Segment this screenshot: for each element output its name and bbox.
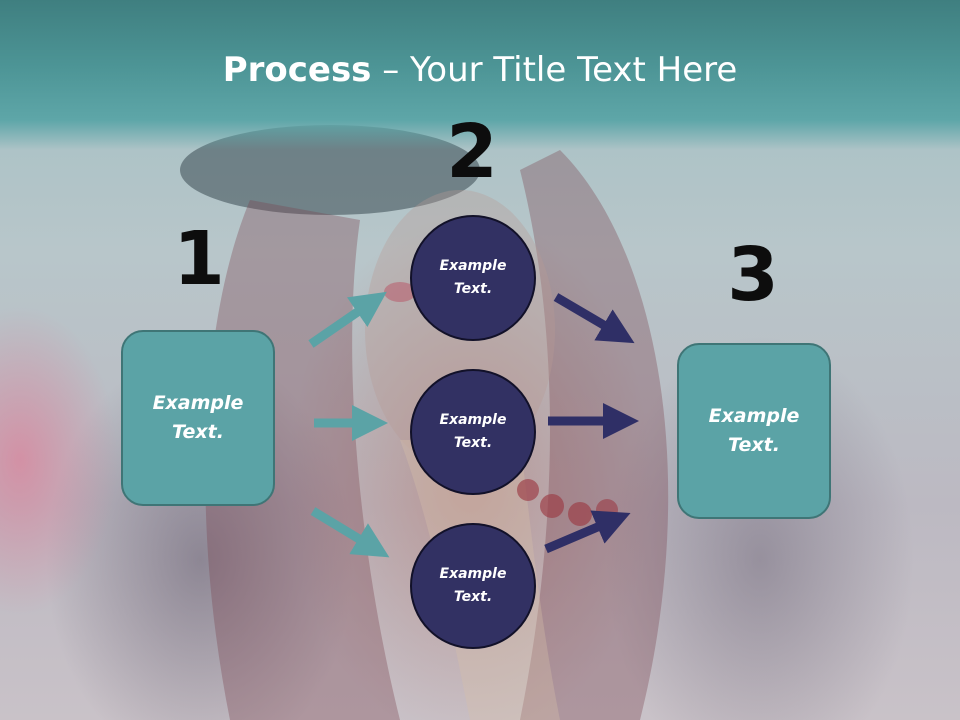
right-box-text: Example Text. <box>708 405 800 456</box>
circle-top[interactable]: Example Text. <box>410 215 536 341</box>
step-number-2: 2 <box>446 109 498 195</box>
step-number-1: 1 <box>173 216 225 302</box>
circle-middle-text: Example Text. <box>439 412 507 451</box>
arrow-from-top-circle <box>553 293 635 344</box>
title-rest: – Your Title Text Here <box>371 50 738 90</box>
arrow-to-top-circle <box>308 291 387 348</box>
slide-title: Process – Your Title Text Here <box>0 50 960 90</box>
left-box[interactable]: Example Text. <box>121 330 275 506</box>
circle-top-text: Example Text. <box>439 258 507 297</box>
title-bold: Process <box>222 50 372 90</box>
left-box-text: Example Text. <box>152 392 244 443</box>
right-box[interactable]: Example Text. <box>677 343 831 519</box>
header-band <box>0 0 960 150</box>
arrow-from-bottom-circle <box>544 510 631 554</box>
circle-bottom[interactable]: Example Text. <box>410 523 536 649</box>
step-number-3: 3 <box>727 232 779 318</box>
arrow-to-bottom-circle <box>310 507 390 558</box>
circle-bottom-text: Example Text. <box>439 566 507 605</box>
circle-middle[interactable]: Example Text. <box>410 369 536 495</box>
